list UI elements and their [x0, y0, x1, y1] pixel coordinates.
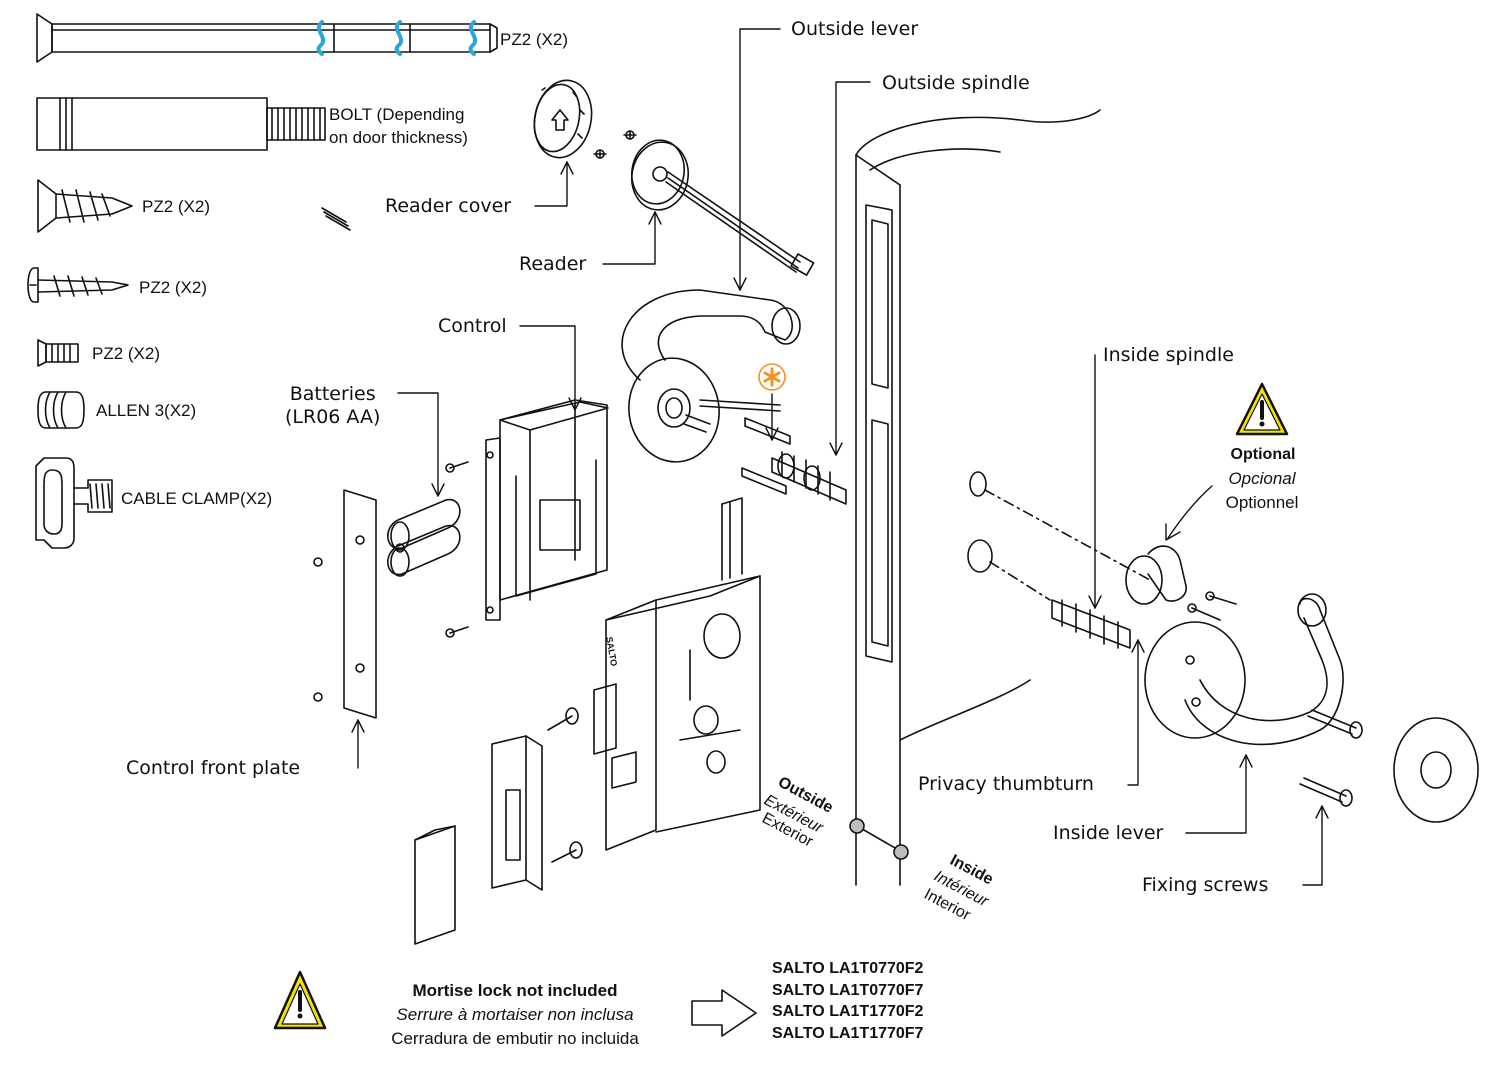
callout-fixing-screws: Fixing screws — [1142, 874, 1269, 896]
asterisk-icon — [758, 363, 786, 391]
optional-label-es: Opcional — [1228, 469, 1296, 488]
thickness-line — [856, 825, 903, 853]
screw-icon-mortise — [547, 707, 583, 863]
ribbon-cable-small — [321, 207, 351, 231]
inside-lever-illustration — [1144, 593, 1344, 746]
callout-inside-spindle: Inside spindle — [1103, 344, 1234, 366]
batteries-illustration — [387, 498, 461, 577]
callout-outside-lever: Outside lever — [791, 18, 919, 40]
warning-icon — [273, 970, 327, 1030]
screw-icon-inside — [1187, 591, 1237, 621]
control-illustration — [485, 399, 609, 621]
part-label-allen-screw: ALLEN 3(X2) — [96, 401, 197, 420]
callout-control: Control — [438, 315, 507, 337]
part-label-short-screw: PZ2 (X2) — [92, 344, 161, 363]
warning-icon — [1235, 382, 1289, 436]
model-item: SALTO LA1T1770F7 — [772, 1024, 924, 1042]
pan-head-screw-icon — [27, 267, 129, 303]
reader-cover-illustration — [533, 79, 593, 159]
model-list: SALTO LA1T0770F2 SALTO LA1T0770F7 SALTO … — [772, 958, 923, 1044]
inside-marker — [893, 844, 909, 860]
thumbturn-illustration — [1125, 545, 1187, 605]
door-illustration — [855, 109, 1101, 886]
mortise-lock-illustration — [593, 497, 761, 851]
bolt-icon — [36, 97, 326, 151]
outside-spindle-illustration — [771, 451, 847, 505]
spindle-pins — [741, 417, 791, 495]
callout-batteries: Batteries (LR06 AA) — [285, 383, 381, 428]
callout-reader: Reader — [519, 253, 587, 275]
long-screw-icon — [36, 13, 498, 63]
short-screw-icon — [37, 339, 79, 367]
allen-grub-screw-icon — [37, 391, 85, 429]
mortise-note-en: Mortise lock not included — [412, 981, 618, 1000]
cable-clamp-icon — [35, 457, 113, 549]
optional-label-fr: Optionnel — [1225, 493, 1299, 512]
control-front-plate-illustration — [313, 489, 377, 719]
model-item: SALTO LA1T1770F2 — [772, 1003, 924, 1020]
model-item: SALTO LA1T0770F7 — [772, 981, 924, 999]
callout-privacy-thumbturn: Privacy thumbturn — [918, 773, 1094, 795]
reader-illustration — [630, 139, 815, 276]
strike-box-illustration — [414, 735, 543, 945]
mortise-note-es: Cerradura de embutir no incluida — [391, 1029, 639, 1048]
part-label-bolt: BOLT (Depending on door thickness) — [329, 105, 468, 147]
leader-lines — [351, 28, 1329, 886]
screw-icon — [445, 461, 469, 638]
mortise-note-fr: Serrure à mortaiser non inclusa — [396, 1005, 634, 1024]
small-screws-reader — [593, 130, 637, 159]
part-label-wood-screw: PZ2 (X2) — [142, 197, 211, 216]
model-item: SALTO LA1T0770F2 — [772, 960, 924, 977]
callout-outside-spindle: Outside spindle — [882, 72, 1030, 94]
callout-control-front-plate: Control front plate — [126, 757, 301, 779]
part-label-long-screw: PZ2 (X2) — [500, 30, 569, 49]
outside-marker — [849, 818, 865, 834]
fixing-screws-illustration — [1299, 709, 1363, 807]
part-label-cable-clamp: CABLE CLAMP(X2) — [121, 489, 273, 508]
callout-reader-cover: Reader cover — [385, 195, 512, 217]
inside-holes — [967, 471, 1151, 601]
inside-spindle-illustration — [1051, 599, 1131, 649]
arrow-right-icon — [691, 989, 757, 1037]
outside-lever-illustration — [621, 289, 801, 463]
part-label-pan-head-screw: PZ2 (X2) — [139, 278, 208, 297]
optional-label-en: Optional — [1230, 446, 1296, 463]
wood-screw-icon — [37, 179, 133, 233]
callout-inside-lever: Inside lever — [1053, 822, 1164, 844]
rose-cover-illustration — [1393, 717, 1479, 823]
